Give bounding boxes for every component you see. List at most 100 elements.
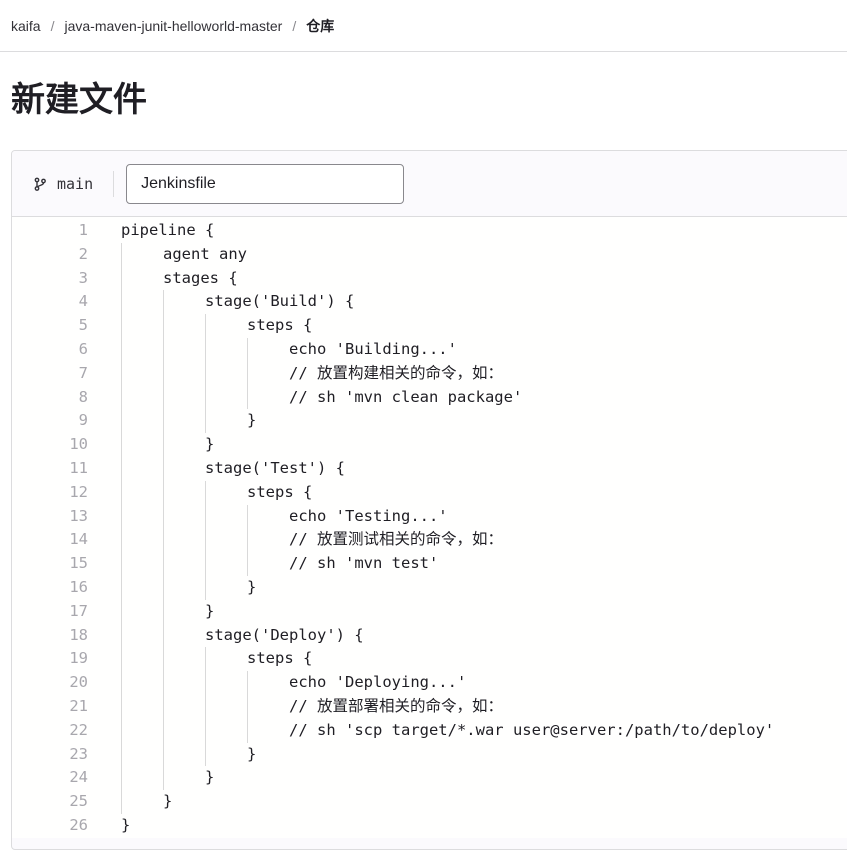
- line-text: }: [205, 768, 215, 787]
- line-number: 19: [69, 649, 88, 668]
- code-line[interactable]: 25}: [12, 790, 847, 814]
- line-number: 14: [69, 530, 88, 549]
- line-content: // 放置构建相关的命令，如：: [88, 361, 503, 386]
- indent-guide: [205, 694, 206, 719]
- indent-guide: [121, 314, 122, 338]
- indent-guide: [163, 575, 164, 600]
- indent-guide: [163, 528, 164, 553]
- code-line[interactable]: 24}: [12, 766, 847, 791]
- code-line[interactable]: 17}: [12, 599, 847, 624]
- indent-guide: [205, 575, 206, 600]
- line-content: // 放置测试相关的命令，如：: [88, 528, 503, 553]
- line-number: 4: [78, 292, 88, 311]
- line-text: steps {: [247, 316, 313, 335]
- indent-guide: [121, 266, 122, 291]
- code-line[interactable]: 8// sh 'mvn clean package': [12, 385, 847, 410]
- indent-guide: [121, 742, 122, 767]
- branch-icon: [34, 177, 46, 191]
- indent-guide: [247, 504, 248, 529]
- indent-guide: [121, 599, 122, 624]
- line-content: }: [88, 814, 130, 838]
- line-text: }: [205, 435, 215, 454]
- line-text: // 放置测试相关的命令，如：: [289, 530, 503, 549]
- code-line[interactable]: 14 // 放置测试相关的命令，如：: [12, 528, 847, 553]
- line-number: 24: [69, 768, 88, 787]
- indent-guide: [205, 504, 206, 529]
- line-number: 3: [78, 268, 88, 287]
- line-content: }: [88, 599, 215, 624]
- indent-guide: [121, 766, 122, 791]
- line-content: }: [88, 790, 172, 814]
- indent-guide: [163, 718, 164, 743]
- line-text: }: [121, 815, 131, 834]
- indent-guide: [163, 290, 164, 315]
- indent-guide: [163, 742, 164, 767]
- file-name-input[interactable]: [126, 163, 405, 204]
- breadcrumb-item-group[interactable]: kaifa: [11, 17, 41, 34]
- line-text: // sh 'scp target/*.war user@server:/pat…: [289, 720, 775, 739]
- indent-guide: [205, 385, 206, 410]
- code-line[interactable]: 26}: [12, 814, 847, 838]
- line-content: // 放置部署相关的命令，如：: [88, 694, 503, 719]
- code-line[interactable]: 9}: [12, 409, 847, 434]
- breadcrumb-item-repository[interactable]: 仓库: [306, 17, 335, 34]
- indent-guide: [121, 647, 122, 672]
- code-line[interactable]: 19 steps {: [12, 647, 847, 672]
- line-number: 25: [69, 792, 88, 811]
- line-content: steps {: [88, 314, 312, 338]
- indent-guide: [121, 671, 122, 695]
- indent-guide: [121, 433, 122, 457]
- code-line[interactable]: 15// sh 'mvn test': [12, 552, 847, 576]
- line-content: echo 'Testing...': [88, 504, 448, 529]
- indent-guide: [163, 623, 164, 648]
- indent-guide: [205, 742, 206, 767]
- indent-guide: [163, 552, 164, 576]
- indent-guide: [121, 480, 122, 505]
- line-number: 2: [78, 244, 88, 263]
- line-content: }: [88, 409, 257, 434]
- line-content: echo 'Building...': [88, 337, 457, 362]
- line-content: // sh 'mvn test': [88, 552, 438, 576]
- code-line[interactable]: 7// 放置构建相关的命令，如：: [12, 361, 847, 386]
- line-text: }: [247, 411, 257, 430]
- line-number: 8: [78, 387, 88, 406]
- indent-guide: [205, 647, 206, 672]
- code-line[interactable]: 16}: [12, 575, 847, 600]
- line-text: steps {: [247, 649, 313, 668]
- line-text: }: [163, 792, 173, 811]
- code-line[interactable]: 22// sh 'scp target/*.war user@server:/p…: [12, 718, 847, 743]
- branch-name: main: [57, 174, 94, 193]
- code-line[interactable]: 10}: [12, 433, 847, 457]
- line-text: // 放置构建相关的命令，如：: [289, 363, 503, 382]
- line-text: steps {: [247, 482, 313, 501]
- branch-indicator: main: [12, 170, 115, 197]
- indent-guide: [121, 409, 122, 434]
- line-number: 17: [69, 601, 88, 620]
- line-content: steps {: [88, 647, 313, 672]
- indent-guide: [121, 694, 122, 719]
- line-number: 1: [78, 221, 88, 239]
- indent-guide: [247, 694, 248, 719]
- indent-guide: [163, 766, 164, 791]
- breadcrumb-separator: /: [292, 17, 297, 34]
- breadcrumb-item-project[interactable]: java-maven-junit-helloworld-master: [64, 17, 283, 34]
- line-text: }: [205, 601, 215, 620]
- code-line[interactable]: 21// 放置部署相关的命令，如：: [12, 694, 847, 719]
- code-line[interactable]: 23}: [12, 742, 847, 767]
- indent-guide: [121, 337, 122, 362]
- indent-guide: [163, 480, 164, 505]
- indent-guide: [247, 552, 248, 576]
